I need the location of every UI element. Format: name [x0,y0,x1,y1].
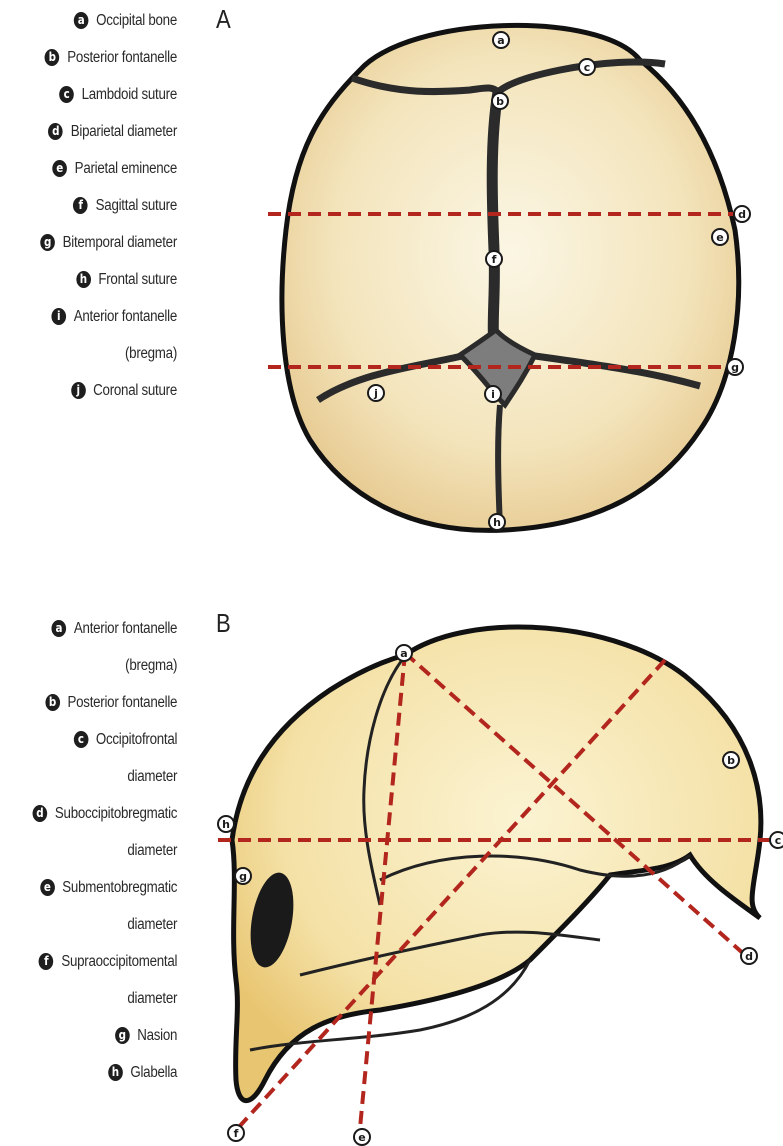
svg-text:e: e [716,231,723,244]
panel-b-marker-c: c [770,832,783,848]
svg-text:g: g [239,870,247,883]
panel-a-marker-f: f [486,251,502,267]
svg-text:b: b [496,95,504,108]
sagittal-suture [492,92,498,355]
skull-side-view [218,627,780,1128]
frontal-suture [498,405,500,528]
svg-text:e: e [358,1131,365,1144]
panel-a-marker-b: b [492,93,508,109]
svg-text:i: i [491,388,495,401]
svg-text:b: b [727,754,735,767]
panel-a-marker-d: d [734,206,750,222]
panel-b-marker-b: b [723,752,739,768]
skull-side-outline [232,627,761,1101]
panel-a-marker-h: h [489,514,505,530]
svg-text:h: h [222,818,230,831]
skull-top-outline [282,25,739,530]
panel-a-marker-g: g [727,359,743,375]
svg-text:c: c [775,834,782,847]
panel-a-marker-a: a [493,32,509,48]
panel-a-marker-i: i [485,386,501,402]
panel-b-marker-d: d [741,948,757,964]
svg-text:j: j [373,387,378,400]
svg-text:d: d [738,208,746,221]
svg-text:c: c [584,61,591,74]
svg-text:h: h [493,516,501,529]
panel-b-marker-e: e [354,1129,370,1145]
panel-a-marker-j: j [368,385,384,401]
panel-b-marker-h: h [218,816,234,832]
svg-text:g: g [731,361,739,374]
svg-text:d: d [745,950,753,963]
svg-text:f: f [234,1127,239,1140]
panel-b-marker-g: g [235,868,251,884]
svg-text:a: a [497,34,504,47]
svg-text:a: a [400,647,407,660]
panel-a-marker-c: c [579,59,595,75]
panel-b-marker-a: a [396,645,412,661]
panel-b-marker-f: f [228,1125,244,1141]
svg-text:f: f [492,253,497,266]
panel-a-marker-e: e [712,229,728,245]
